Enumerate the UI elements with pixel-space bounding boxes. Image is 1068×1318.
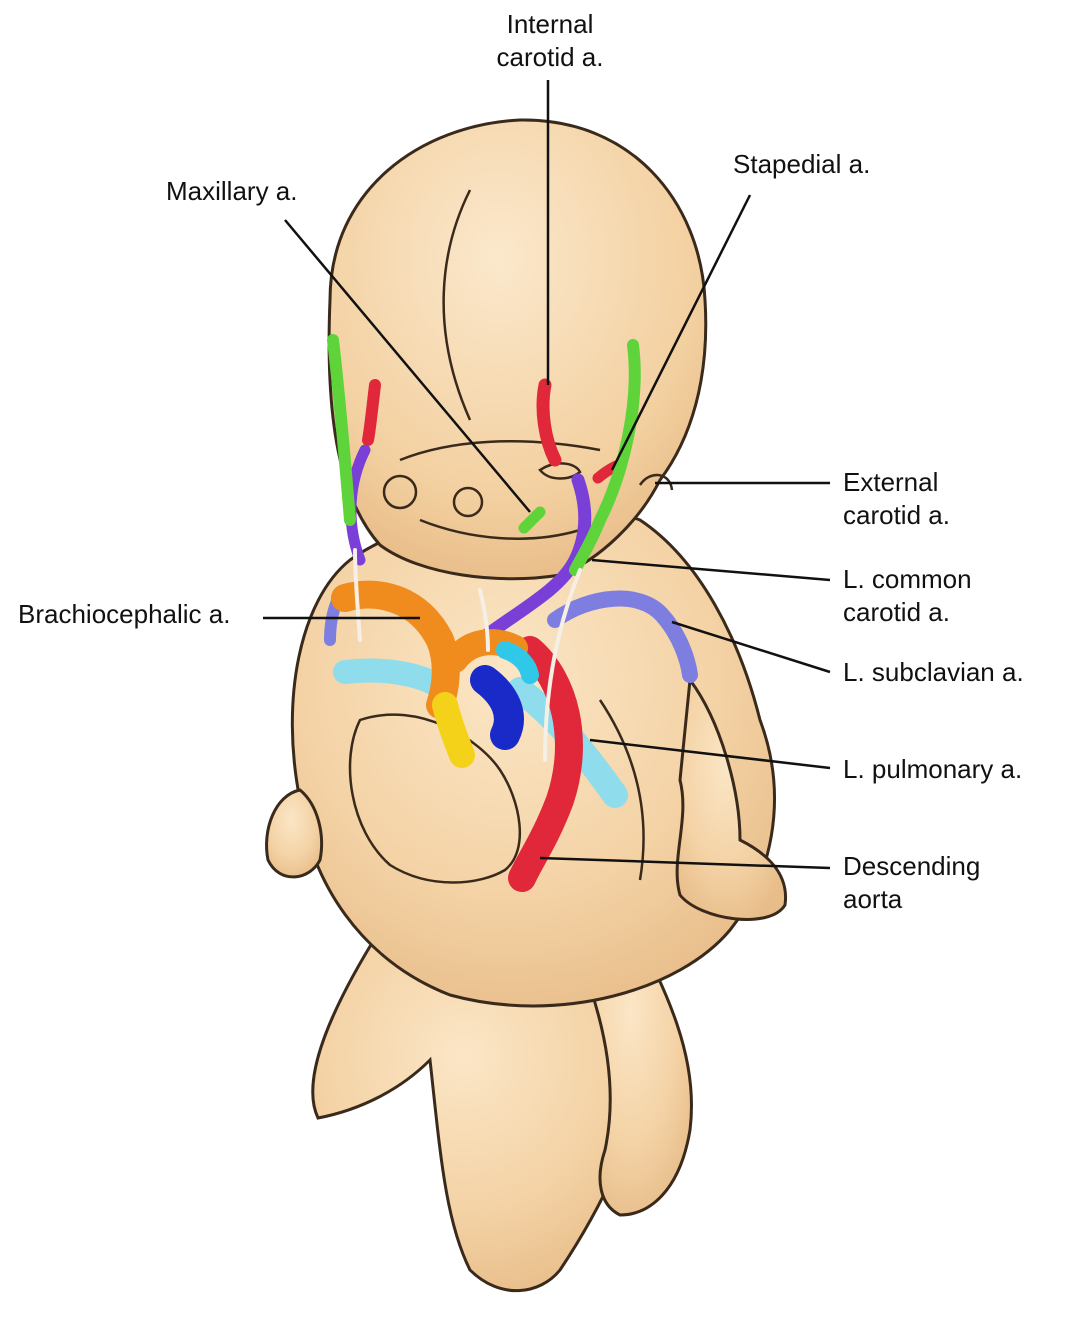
label-line: Brachiocephalic a. — [18, 599, 230, 629]
label-line: L. pulmonary a. — [843, 754, 1022, 784]
label-line: carotid a. — [843, 596, 972, 629]
label-pulmonary: L. pulmonary a. — [843, 753, 1022, 786]
label-internal-carotid: Internal carotid a. — [475, 8, 625, 74]
label-line: L. common — [843, 563, 972, 596]
label-subclavian: L. subclavian a. — [843, 656, 1024, 689]
label-line: carotid a. — [843, 499, 950, 532]
label-line: Internal — [475, 8, 625, 41]
label-line: carotid a. — [475, 41, 625, 74]
label-line: aorta — [843, 883, 980, 916]
label-line: Descending — [843, 850, 980, 883]
label-common-carotid: L. common carotid a. — [843, 563, 972, 629]
label-line: L. subclavian a. — [843, 657, 1024, 687]
label-descending-aorta: Descending aorta — [843, 850, 980, 916]
label-external-carotid: External carotid a. — [843, 466, 950, 532]
label-maxillary: Maxillary a. — [166, 175, 297, 208]
right-internal-carotid-artery — [368, 385, 375, 440]
aortic-sac — [445, 705, 462, 755]
label-line: Stapedial a. — [733, 149, 870, 179]
label-line: Maxillary a. — [166, 176, 297, 206]
label-stapedial: Stapedial a. — [733, 148, 870, 181]
head — [329, 120, 706, 579]
label-line: External — [843, 466, 950, 499]
label-brachiocephalic: Brachiocephalic a. — [18, 598, 230, 631]
